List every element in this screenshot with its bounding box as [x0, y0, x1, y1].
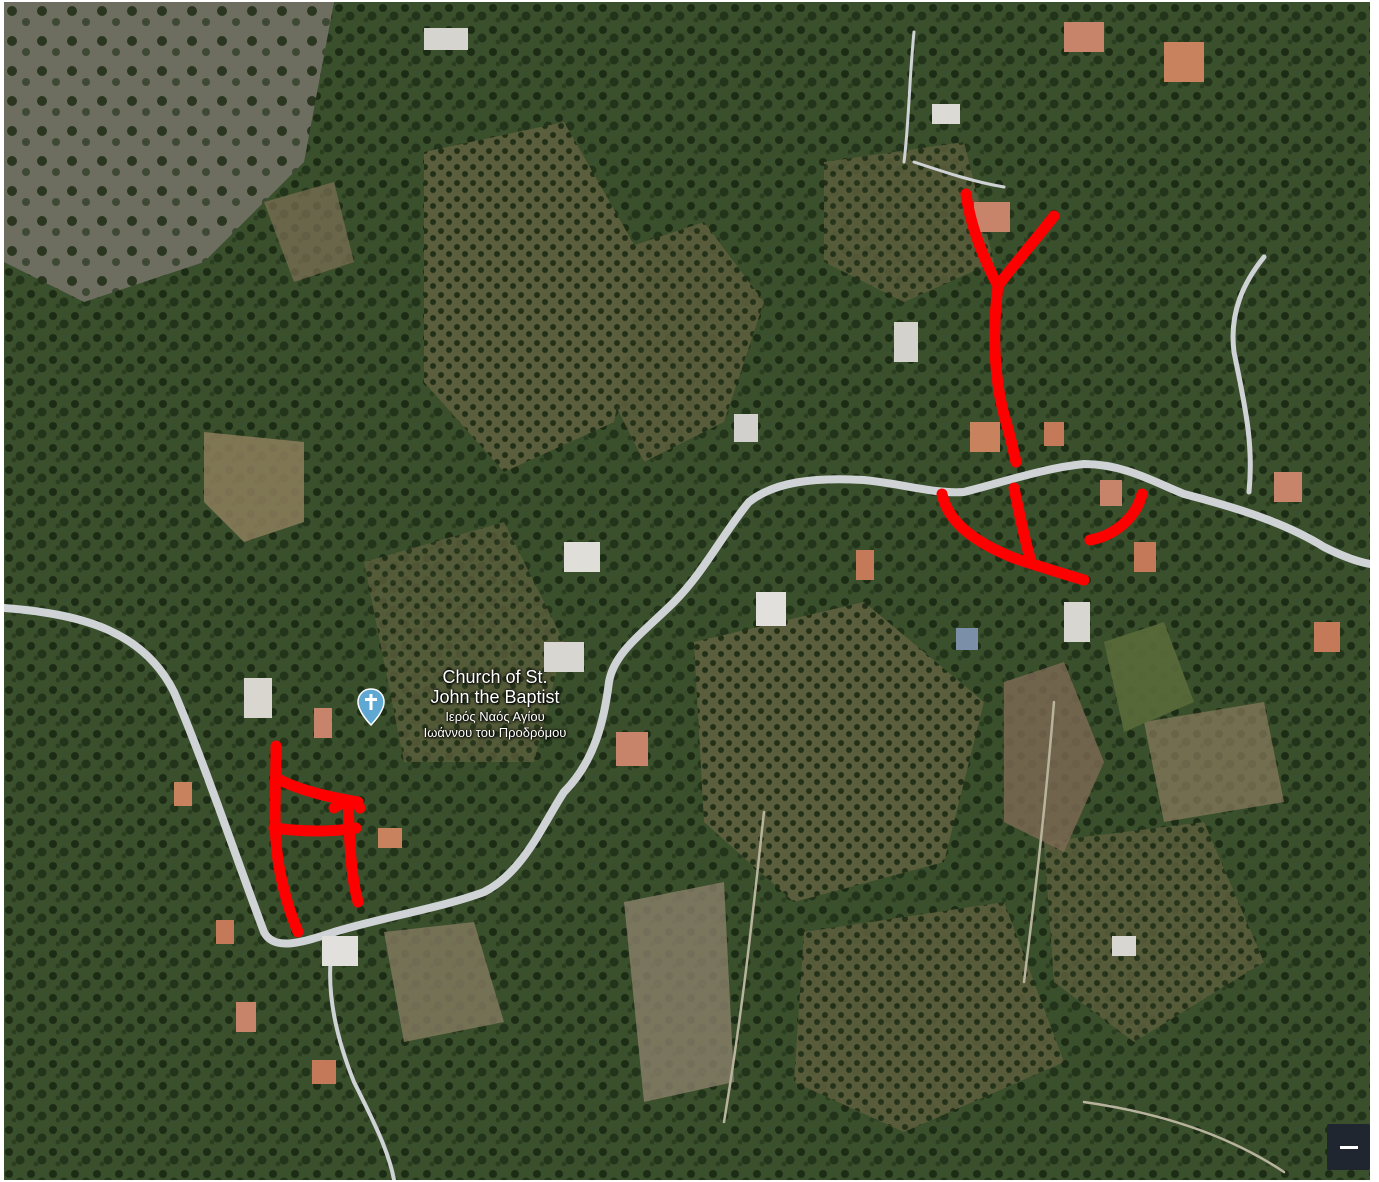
- building: [424, 28, 468, 50]
- orchard-field: [694, 602, 984, 902]
- building: [894, 322, 918, 362]
- building: [1134, 542, 1156, 572]
- orchard-field: [584, 222, 764, 462]
- annotation-stroke: [1008, 482, 1036, 564]
- annotation-stroke: [936, 488, 1090, 586]
- poi-name-line-1: Church of St.: [442, 667, 548, 687]
- building: [1314, 622, 1340, 652]
- building: [244, 678, 272, 718]
- orchard-field: [424, 122, 644, 472]
- building: [1100, 480, 1122, 506]
- building: [312, 1060, 336, 1084]
- building: [322, 936, 358, 966]
- annotation-stroke: [960, 188, 1004, 292]
- track: [912, 160, 1006, 189]
- building: [314, 708, 332, 738]
- church-pin-icon[interactable]: [356, 688, 386, 726]
- poi-local-name-line-1: Ιερός Ναός Αγίου: [445, 708, 545, 724]
- building: [216, 920, 234, 944]
- roads: [4, 30, 1370, 1180]
- bare-field: [1144, 702, 1284, 822]
- building: [1274, 472, 1302, 502]
- building: [544, 642, 584, 672]
- buildings: [174, 22, 1340, 1084]
- orchard-field: [1044, 822, 1264, 1042]
- building: [1164, 42, 1204, 82]
- annotation-stroke: [992, 210, 1060, 292]
- rocky-hillside: [4, 2, 334, 302]
- bare-field: [384, 922, 504, 1042]
- building: [236, 1002, 256, 1032]
- bare-field: [624, 882, 734, 1102]
- map-view[interactable]: Church of St. John the Baptist Ιερός Ναό…: [4, 2, 1370, 1180]
- building: [378, 828, 402, 848]
- building: [1044, 422, 1064, 446]
- poi-local-name-line-2: Ιωάννου του Προδρόμου: [423, 724, 567, 740]
- orchard-field: [824, 142, 994, 302]
- building: [616, 732, 648, 766]
- annotation-stroke: [342, 798, 364, 908]
- track: [1082, 1100, 1286, 1174]
- bare-field: [264, 182, 354, 282]
- minus-icon: [1339, 1145, 1358, 1149]
- bare-field: [1004, 662, 1104, 852]
- annotation-stroke: [328, 796, 366, 814]
- building: [974, 202, 1010, 232]
- building: [1112, 936, 1136, 956]
- side-road: [1230, 254, 1267, 495]
- zoom-out-button[interactable]: [1327, 1124, 1370, 1170]
- annotation-strokes: [268, 188, 1148, 938]
- satellite-imagery[interactable]: [4, 2, 1370, 1180]
- building: [856, 550, 874, 580]
- building: [734, 414, 758, 442]
- building: [932, 104, 960, 124]
- building: [956, 628, 978, 650]
- poi-name-line-2: John the Baptist: [430, 686, 560, 707]
- building: [1064, 22, 1104, 52]
- vineyard: [1104, 622, 1194, 732]
- orchard-field: [364, 522, 564, 762]
- track: [902, 30, 916, 164]
- building: [756, 592, 786, 626]
- annotation-stroke: [1084, 488, 1148, 546]
- building: [564, 542, 600, 572]
- bare-field: [204, 432, 304, 542]
- poi-label[interactable]: Church of St. John the Baptist Ιερός Ναό…: [400, 667, 590, 740]
- building: [1064, 602, 1090, 642]
- side-road: [328, 935, 396, 1180]
- building: [970, 422, 1000, 452]
- track: [1022, 700, 1056, 984]
- main-road: [4, 460, 1370, 948]
- orchard-field: [794, 902, 1064, 1132]
- building: [174, 782, 192, 806]
- annotation-stroke: [989, 280, 1022, 468]
- track: [722, 810, 766, 1124]
